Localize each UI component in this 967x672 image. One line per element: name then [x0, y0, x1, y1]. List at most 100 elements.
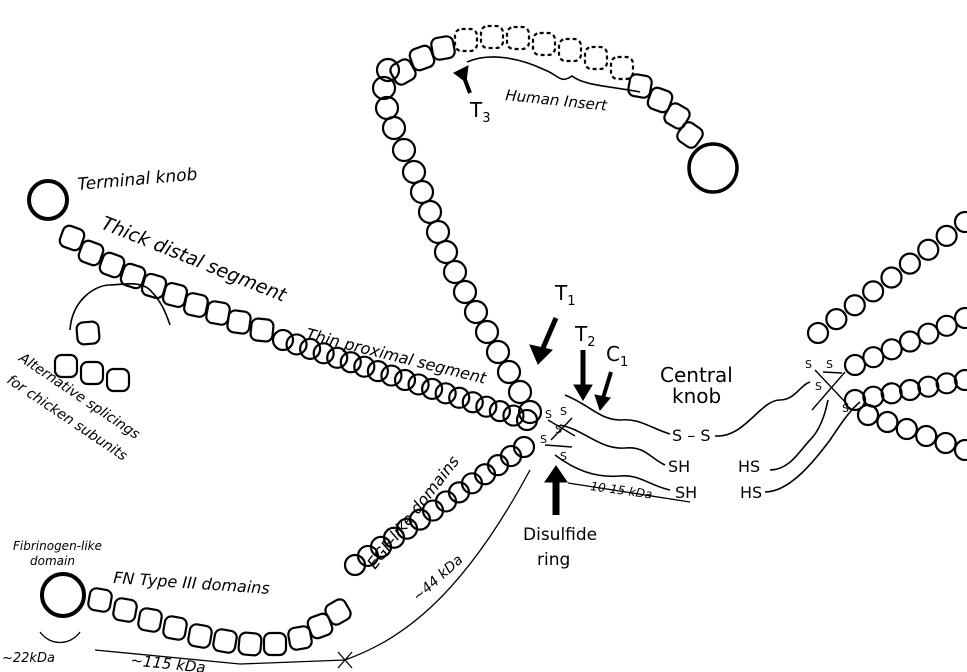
fn-domain	[238, 632, 262, 656]
thick-domain	[227, 310, 252, 335]
fn-domain	[112, 597, 137, 622]
svg-text:S: S	[842, 402, 849, 415]
svg-text:S: S	[560, 450, 567, 463]
top-domain	[509, 381, 531, 403]
t1-arrow	[530, 318, 556, 364]
right-domain	[897, 419, 917, 439]
right-domain	[845, 295, 865, 315]
top-domain	[383, 117, 405, 139]
fn-domain	[137, 607, 162, 632]
top-domain	[427, 221, 449, 243]
label-t1: T1	[554, 281, 576, 309]
right-domain	[845, 355, 865, 375]
label-115kda: ~115 kDa	[130, 651, 207, 672]
right-domain	[877, 412, 897, 432]
splice-domain	[81, 362, 103, 384]
top-domain	[376, 97, 398, 119]
label-10-15kda: 10-15 kDa	[590, 479, 654, 502]
right-domain	[900, 380, 920, 400]
svg-text:S: S	[826, 358, 833, 371]
fn-domain	[264, 633, 286, 655]
right-domain	[918, 324, 938, 344]
top-domain	[476, 321, 498, 343]
thin-domain	[449, 388, 469, 408]
thin-domain	[476, 397, 496, 417]
insert-domain	[481, 26, 503, 48]
terminal-knob-top	[689, 144, 737, 192]
fn-domain	[323, 597, 353, 627]
right-domain	[858, 405, 878, 425]
t3-arrow	[454, 66, 470, 93]
thick-domain	[250, 318, 274, 342]
top-domain	[393, 139, 415, 161]
label-fibrinogen-1: Fibrinogen-like	[13, 539, 102, 553]
splice-domain	[76, 321, 100, 345]
fn-domain	[87, 587, 112, 612]
label-fibrinogen-2: domain	[30, 554, 75, 568]
label-hs-2: HS	[740, 483, 762, 502]
right-domain	[882, 268, 902, 288]
top-square	[627, 73, 652, 98]
right-domain	[955, 308, 967, 328]
label-disulfide: Disulfide	[523, 525, 597, 545]
top-square	[430, 35, 455, 60]
svg-text:S: S	[555, 423, 562, 436]
right-domain	[863, 281, 883, 301]
insert-domain	[533, 33, 555, 55]
thin-domain	[409, 374, 429, 394]
label-c1: C1	[606, 342, 628, 370]
label-t2: T2	[574, 322, 596, 350]
svg-text:S: S	[540, 433, 547, 446]
fibrinogen-knob	[42, 574, 84, 616]
top-domain	[419, 201, 441, 223]
label-t3: T3	[469, 98, 491, 126]
right-domain	[882, 339, 902, 359]
label-sh-2: SH	[675, 483, 697, 502]
right-domain	[900, 332, 920, 352]
thin-domain	[422, 379, 442, 399]
thin-domain	[490, 401, 510, 421]
thick-domain	[183, 292, 209, 318]
insert-domain	[585, 47, 607, 69]
right-domain	[936, 433, 956, 453]
right-domain	[900, 254, 920, 274]
thin-domain	[381, 366, 401, 386]
right-domain	[955, 440, 967, 460]
top-square	[662, 101, 692, 131]
top-domain	[465, 301, 487, 323]
insert-domain	[507, 27, 529, 49]
label-fn-type3: FN Type III domains	[113, 568, 271, 598]
top-domain	[444, 261, 466, 283]
right-domain	[918, 240, 938, 260]
t2-arrow	[574, 350, 592, 400]
right-domain	[826, 309, 846, 329]
human-insert-bracket	[467, 57, 640, 92]
thin-domain	[463, 392, 483, 412]
right-domain	[955, 212, 967, 232]
right-domain	[937, 226, 957, 246]
right-domain	[808, 323, 828, 343]
domain-chains	[55, 26, 967, 656]
thin-domain	[395, 370, 415, 390]
thin-domain	[287, 334, 307, 354]
insert-domain	[611, 57, 633, 79]
terminal-knob-left	[29, 181, 67, 219]
disulfide-arrow	[545, 466, 567, 515]
right-domain	[937, 373, 957, 393]
thin-domain	[273, 330, 293, 350]
splice-domain	[107, 369, 129, 391]
fn-domain	[212, 628, 237, 653]
label-22kda: ~22kDa	[2, 651, 55, 666]
label-terminal-knob: Terminal knob	[77, 165, 198, 195]
label-sh-1: SH	[668, 457, 690, 476]
svg-text:S: S	[545, 408, 552, 421]
thin-domain	[354, 357, 374, 377]
right-domain	[863, 347, 883, 367]
svg-text:S: S	[560, 405, 567, 418]
cleavage-arrows	[454, 66, 611, 515]
label-ss-bond: S – S	[672, 426, 710, 445]
label-human-insert: Human Insert	[505, 86, 609, 115]
fn-domain	[162, 615, 187, 640]
